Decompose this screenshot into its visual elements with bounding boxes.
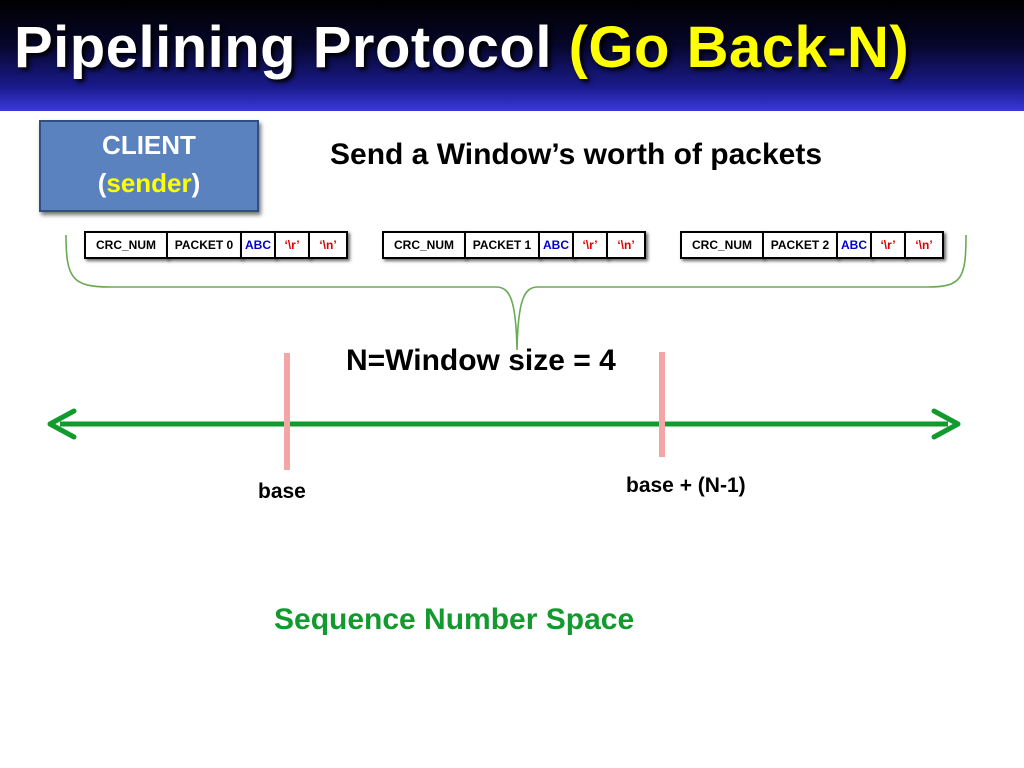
packet-id-field: PACKET 1	[464, 231, 540, 259]
title-main: Pipelining Protocol	[14, 15, 552, 80]
window-end-label: base + (N-1)	[626, 474, 746, 497]
payload-field: ABC	[836, 231, 872, 259]
title-accent: (Go Back-N)	[568, 15, 910, 80]
packet-id-field: PACKET 2	[762, 231, 838, 259]
axis-left-arrowhead	[47, 408, 77, 440]
window-size-label: N=Window size = 4	[346, 344, 616, 377]
client-box: CLIENT (sender)	[39, 120, 259, 212]
newline-field: ‘\n’	[606, 231, 646, 259]
client-label: CLIENT	[102, 130, 196, 160]
payload-field: ABC	[240, 231, 276, 259]
client-role: sender	[106, 168, 192, 198]
client-role-line: (sender)	[41, 168, 257, 199]
packet-0: CRC_NUM PACKET 0 ABC ‘\r’ ‘\n’	[84, 231, 348, 259]
packet-id-field: PACKET 0	[166, 231, 242, 259]
packet-1: CRC_NUM PACKET 1 ABC ‘\r’ ‘\n’	[382, 231, 646, 259]
payload-field: ABC	[538, 231, 574, 259]
packet-2: CRC_NUM PACKET 2 ABC ‘\r’ ‘\n’	[680, 231, 944, 259]
window-brace	[65, 234, 967, 351]
newline-field: ‘\n’	[308, 231, 348, 259]
sequence-space-label: Sequence Number Space	[274, 603, 635, 636]
window-caption: Send a Window’s worth of packets	[330, 138, 823, 171]
client-open-paren: (	[97, 168, 107, 198]
base-label: base	[258, 480, 306, 503]
axis-right-arrowhead	[931, 408, 961, 440]
client-close-paren: )	[191, 168, 201, 198]
newline-field: ‘\n’	[904, 231, 944, 259]
crc-field: CRC_NUM	[382, 231, 466, 259]
crc-field: CRC_NUM	[680, 231, 764, 259]
slide-title: Pipelining Protocol (Go Back-N)	[14, 14, 909, 81]
crc-field: CRC_NUM	[84, 231, 168, 259]
title-bar: Pipelining Protocol (Go Back-N)	[0, 0, 1024, 111]
